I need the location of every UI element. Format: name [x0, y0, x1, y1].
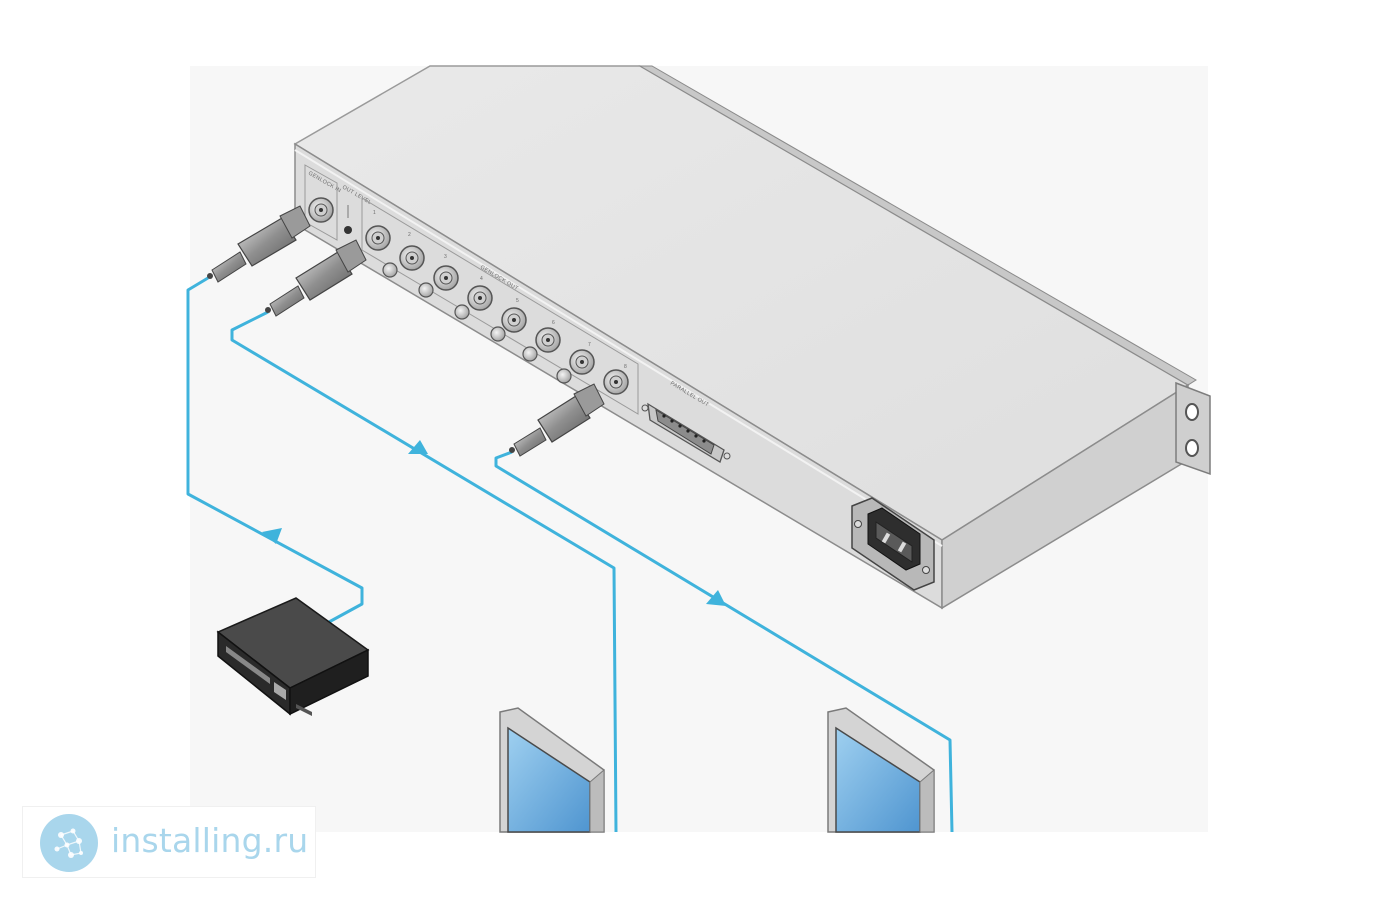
- output-number-1: 1: [373, 210, 376, 216]
- monitor-2: [827, 707, 935, 833]
- bnc-input-connector[interactable]: [308, 197, 334, 223]
- monitor-1: [499, 707, 605, 833]
- watermark-text: installing.ru: [111, 821, 309, 860]
- bnc-output-connectors: [365, 225, 629, 395]
- cable-output-8: [494, 450, 954, 833]
- bnc-output-3[interactable]: [433, 265, 459, 291]
- bnc-plug-output-8[interactable]: [509, 383, 605, 457]
- output-number-labels: 1 2 3 4 5 6 7 8: [373, 210, 627, 370]
- rack-ear: [1175, 381, 1211, 476]
- output-number-2: 2: [408, 232, 411, 238]
- level-adjust-knob[interactable]: [344, 226, 352, 234]
- bnc-plug-output-1[interactable]: [265, 239, 367, 317]
- bnc-output-8[interactable]: [603, 369, 629, 395]
- bnc-output-2[interactable]: [399, 245, 425, 271]
- bnc-output-6[interactable]: [535, 327, 561, 353]
- arrow-output-1-icon: [408, 440, 428, 454]
- input-section-frame: [304, 164, 338, 241]
- output-number-7: 7: [588, 342, 591, 348]
- outputs-section-frame: [361, 197, 639, 415]
- logo-icon: [40, 814, 98, 872]
- output-number-6: 6: [552, 320, 555, 326]
- output-number-5: 5: [516, 298, 519, 304]
- power-inlet[interactable]: [851, 497, 935, 591]
- output-number-8: 8: [624, 364, 627, 370]
- video-source-device: [216, 597, 370, 716]
- bnc-output-5[interactable]: [501, 307, 527, 333]
- bnc-lower-row: [382, 262, 572, 384]
- watermark: installing.ru: [22, 806, 316, 878]
- bnc-plug-input[interactable]: [207, 205, 311, 283]
- arrow-input-icon: [262, 528, 282, 544]
- distribution-amplifier: GENLOCK IN OUT LEVEL GENLOCK OUT 1 2 3 4…: [293, 65, 1211, 610]
- output-number-4: 4: [480, 276, 483, 282]
- bnc-output-7[interactable]: [569, 349, 595, 375]
- arrow-output-8-icon: [706, 590, 726, 606]
- parallel-out-port[interactable]: [641, 402, 731, 463]
- rack-hole-top: [1185, 403, 1199, 421]
- bnc-output-1[interactable]: [365, 225, 391, 251]
- signal-arrows: [262, 440, 726, 606]
- bnc-output-4[interactable]: [467, 285, 493, 311]
- rack-hole-bottom: [1185, 439, 1199, 457]
- chassis-rim: [638, 65, 1197, 386]
- cable-output-1: [230, 310, 618, 833]
- output-number-3: 3: [444, 254, 447, 260]
